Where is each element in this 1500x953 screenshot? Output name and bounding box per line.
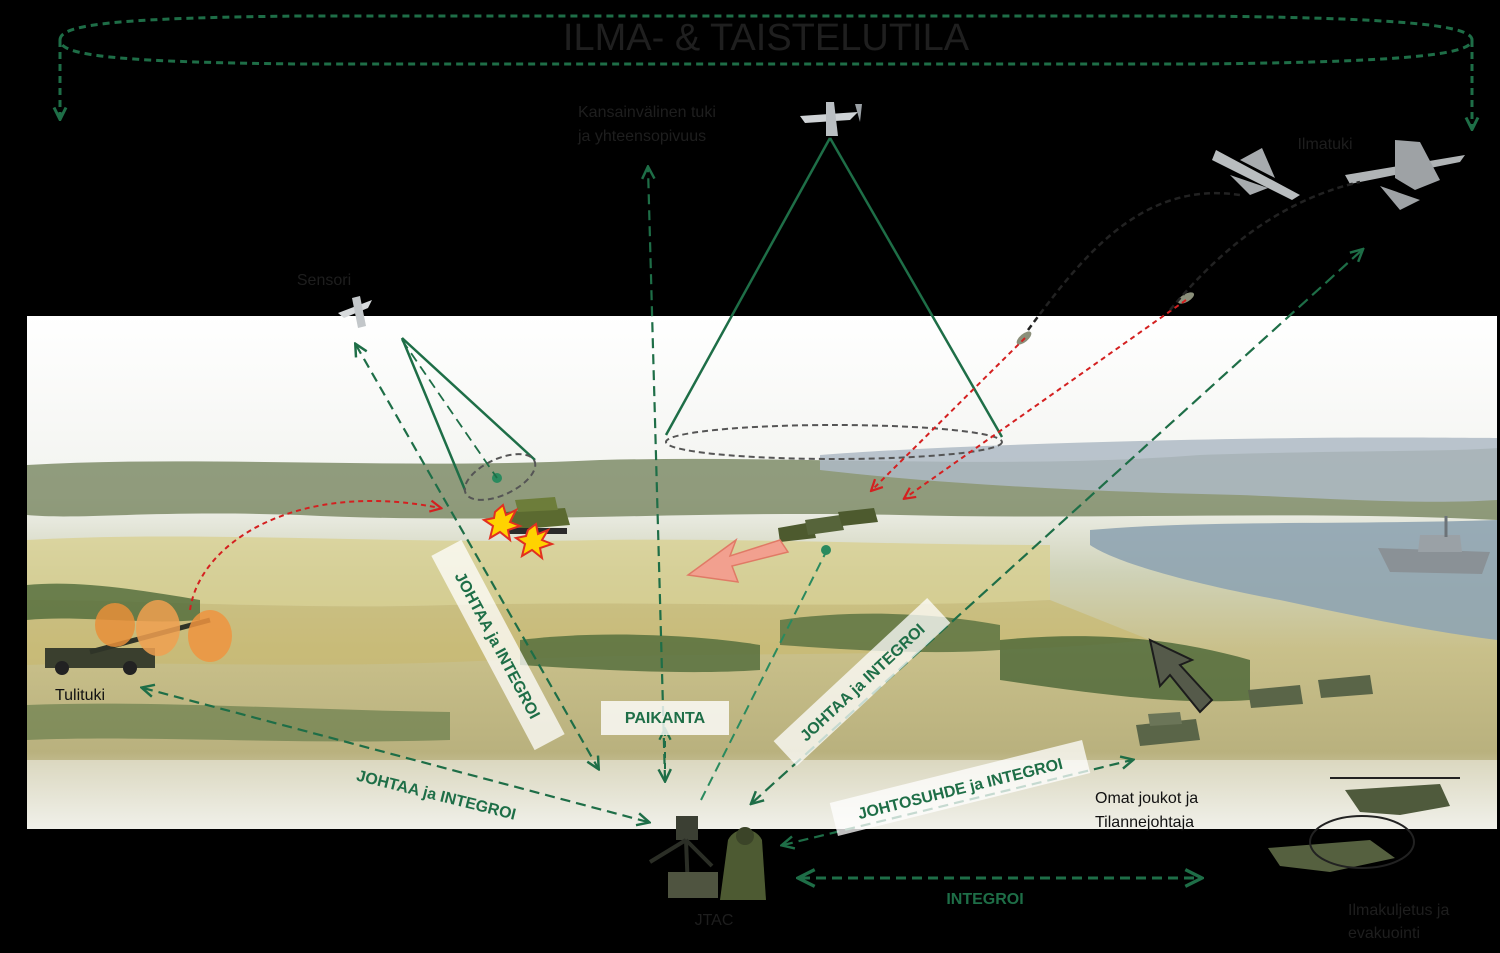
international-label-line2: ja yhteensopivuus <box>577 128 706 145</box>
jtac-soldier-icon <box>648 816 766 900</box>
drone-icon <box>800 102 862 136</box>
airlift-label-line1: Ilmakuljetus ja <box>1348 902 1449 919</box>
landscape-photo <box>27 316 1497 829</box>
own-forces-label-line1: Omat joukot ja <box>1095 790 1198 807</box>
fighter-jet-icon-2 <box>1345 140 1465 210</box>
integrate-label: INTEGROI <box>946 891 1023 908</box>
locate-label: PAIKANTA <box>625 710 706 727</box>
airspace-bracket <box>60 14 1472 128</box>
airlift-label-line2: evakuointi <box>1348 925 1420 942</box>
fighter-jet-icon <box>1212 148 1300 200</box>
international-label-line1: Kansainvälinen tuki <box>578 104 716 121</box>
muzzle-fire-icon <box>95 600 232 662</box>
sensor-uav-icon <box>338 296 372 328</box>
page-title: ILMA- & TAISTELUTILA <box>563 17 970 59</box>
sensor-label: Sensori <box>297 272 351 289</box>
relation-label-locate: PAIKANTA <box>601 701 729 735</box>
jtac-label: JTAC <box>695 912 734 929</box>
air-support-label: Ilmatuki <box>1297 136 1352 153</box>
fire-support-label: Tulituki <box>55 687 105 704</box>
ship-icon <box>1378 516 1490 574</box>
helicopter-icon-2 <box>1268 815 1415 872</box>
own-forces-label-line2: Tilannejohtaja <box>1095 814 1194 831</box>
